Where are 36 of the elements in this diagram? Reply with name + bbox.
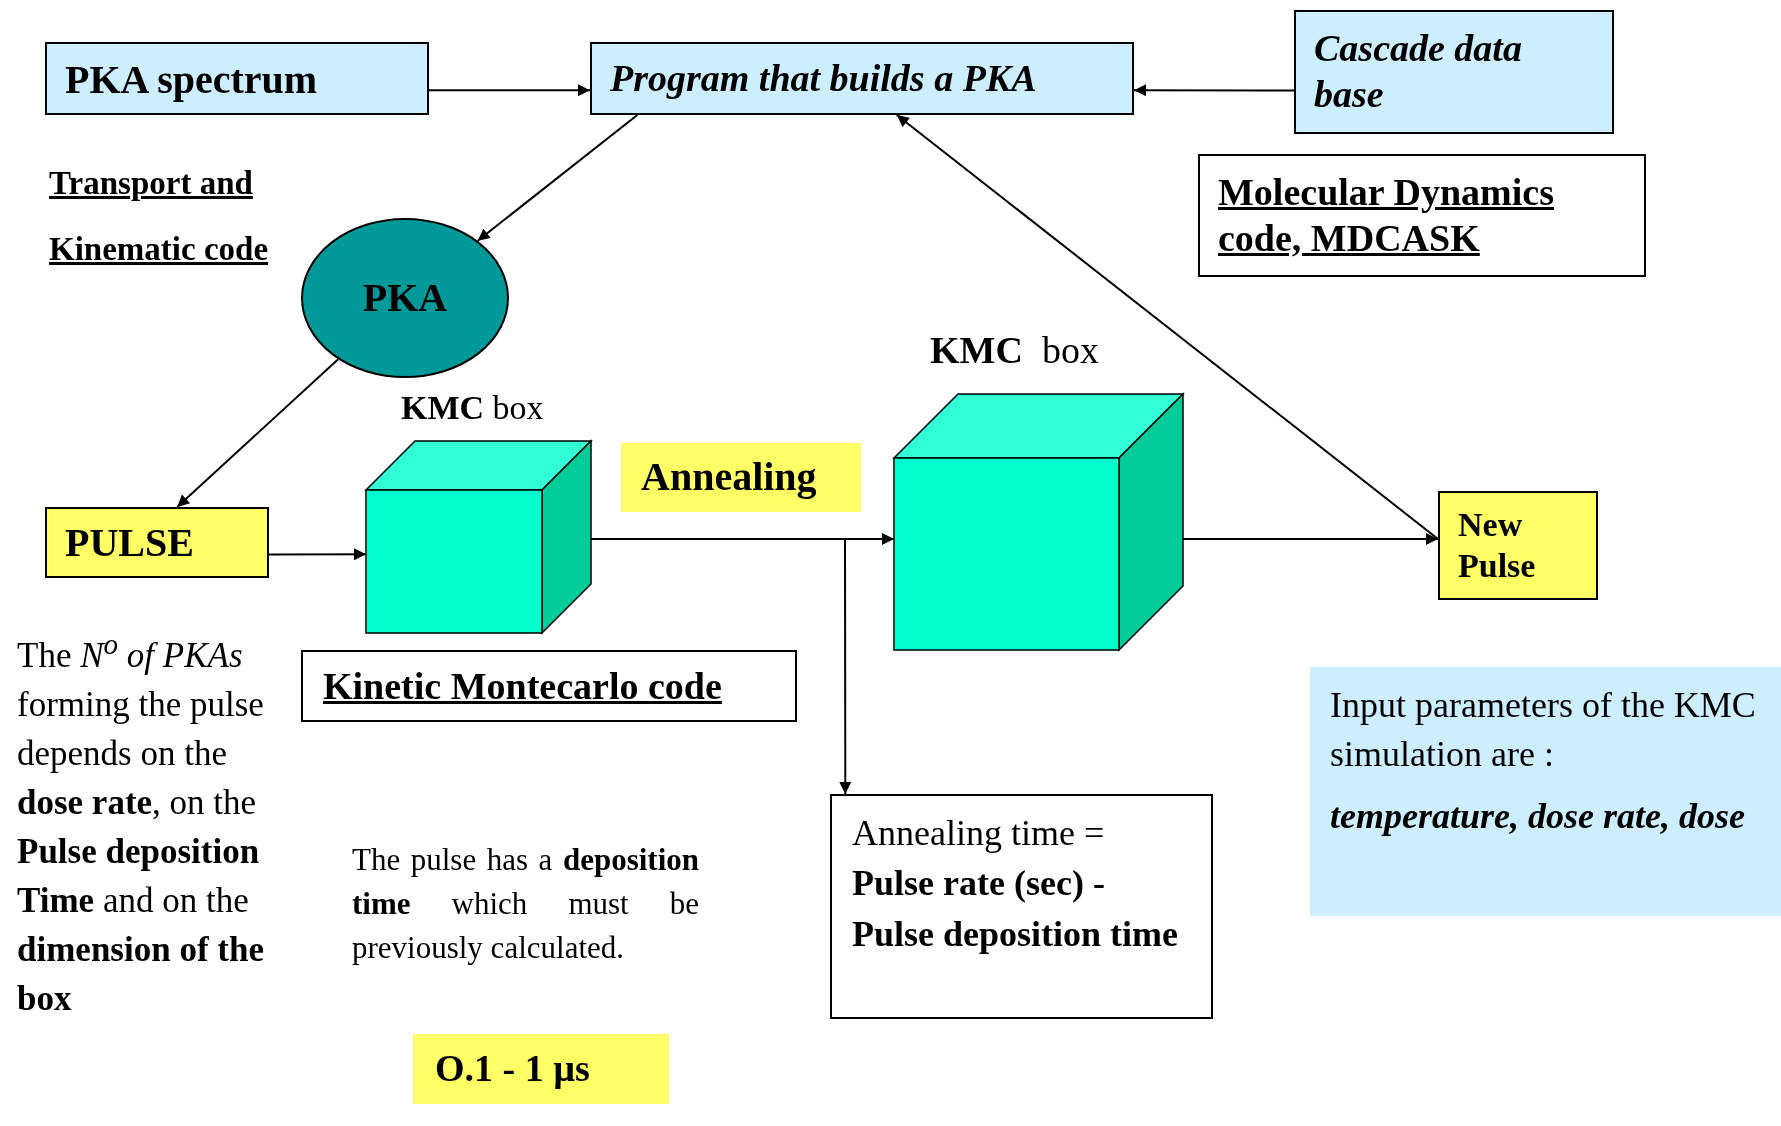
node-label: PKA [362, 274, 448, 322]
code-box [1198, 154, 1646, 277]
node-label: Annealing [641, 453, 818, 501]
arrow [1133, 84, 1295, 97]
description-text: The N$^{o}$ of PKAs forming the pulse depends on the dose rate, on the Pulse deposition Time and on the dimension of the box [17, 627, 265, 1020]
arrow [268, 548, 367, 561]
node-label: Program that builds a PKA [610, 56, 1038, 101]
ellipse-node [301, 218, 509, 378]
process-box [1294, 10, 1614, 134]
box-caption: KMC box [401, 389, 544, 427]
node-label: Cascade data base [1314, 26, 1523, 117]
node-label: Kinetic Montecarlo code [323, 664, 723, 709]
formula-box [830, 794, 1213, 1019]
box-caption: KMC box [930, 328, 1099, 372]
node-label: O.1 - 1 µs [435, 1046, 591, 1091]
node-text: temperature, dose rate, dose [1330, 795, 1746, 839]
pulse-box [45, 507, 269, 578]
node-label: PKA spectrum [65, 56, 319, 104]
process-box [590, 42, 1134, 115]
node-label: Molecular Dynamics code, MDCASK [1218, 170, 1555, 261]
arrow [176, 358, 340, 508]
annealing-box [621, 443, 861, 512]
arrow [428, 84, 591, 97]
node-label: New Pulse [1458, 505, 1537, 586]
node-label: Input parameters of the KMC simulation are : [1330, 684, 1757, 776]
note-box [1310, 667, 1781, 916]
pulse-box [1438, 491, 1598, 600]
code-box [301, 650, 797, 722]
node-label: PULSE [65, 519, 195, 567]
node-label: Annealing time = Pulse rate (sec) - Pulse deposition time [852, 812, 1179, 956]
arrow [895, 114, 1439, 540]
process-box [45, 42, 429, 115]
duration-box [413, 1034, 669, 1104]
description-text: The pulse has a deposition time which must be previously calculated. [352, 841, 699, 968]
arrow [476, 114, 639, 242]
code-label: Transport and Kinematic code [49, 164, 270, 269]
